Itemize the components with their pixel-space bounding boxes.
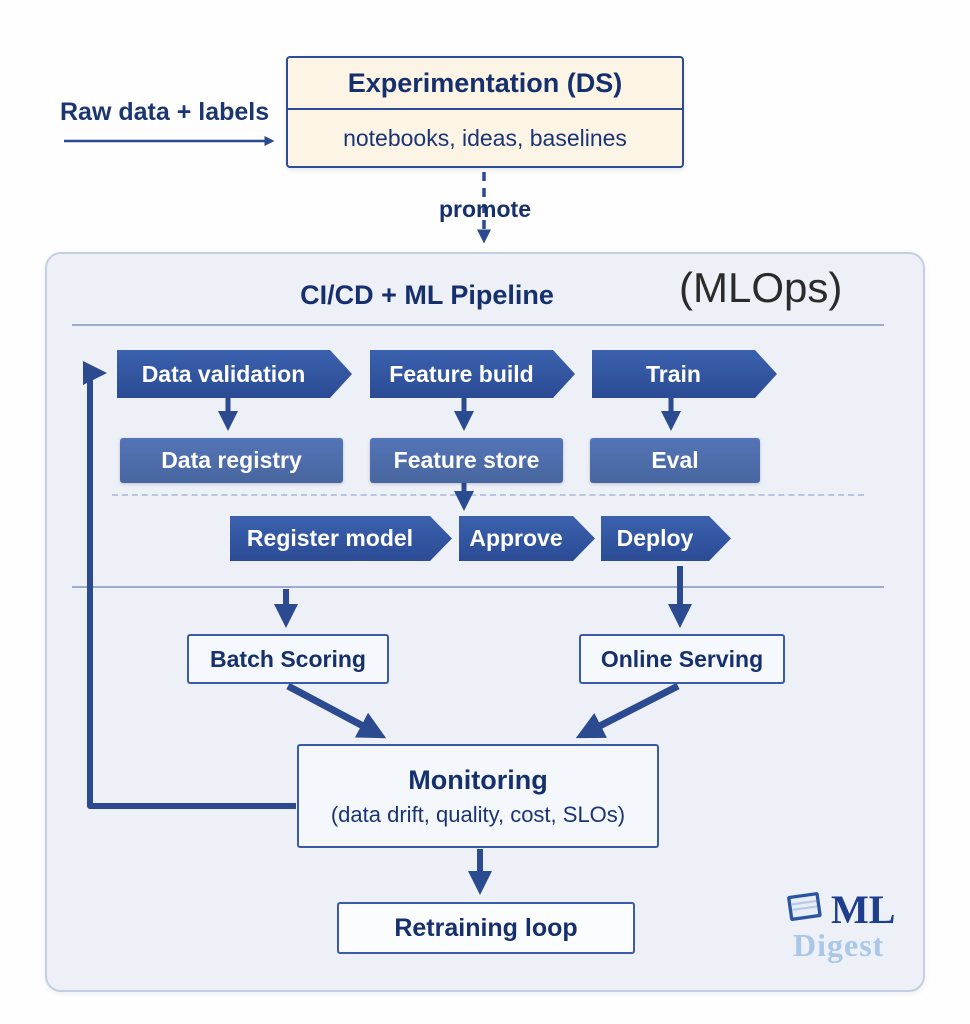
monitoring-box: Monitoring (data drift, quality, cost, S… <box>297 744 659 848</box>
logo-digest-text: Digest <box>793 927 885 963</box>
raw-data-label: Raw data + labels <box>60 98 270 126</box>
stage-data-validation: Data validation <box>117 350 352 398</box>
mlops-tag: (MLOps) <box>679 264 843 311</box>
stage-label: Data registry <box>161 447 302 473</box>
stage-label: Register model <box>246 525 414 551</box>
monitoring-subtitle: (data drift, quality, cost, SLOs) <box>330 801 626 827</box>
stage-label: Feature store <box>393 447 540 473</box>
stage-feature-build: Feature build <box>370 350 575 398</box>
retraining-loop-box: Retraining loop <box>337 902 635 954</box>
stage-label: Deploy <box>616 525 694 551</box>
stage-label: Eval <box>651 447 699 473</box>
stage-batch-scoring: Batch Scoring <box>187 634 389 684</box>
stage-register-model: Register model <box>230 516 452 561</box>
stage-online-serving: Online Serving <box>579 634 785 684</box>
experimentation-box: Experimentation (DS) notebooks, ideas, b… <box>286 56 684 168</box>
ml-digest-logo: ML Digest <box>783 886 953 964</box>
stage-eval: Eval <box>590 438 760 483</box>
stage-label: Feature build <box>389 360 534 387</box>
monitoring-title: Monitoring <box>408 764 548 795</box>
stage-data-registry: Data registry <box>120 438 343 483</box>
logo-ml-text: ML <box>831 887 896 932</box>
experimentation-subtitle: notebooks, ideas, baselines <box>343 124 627 151</box>
book-icon <box>783 888 827 931</box>
retraining-label: Retraining loop <box>394 913 578 942</box>
stage-label: Approve <box>469 525 563 551</box>
stage-deploy: Deploy <box>601 516 731 561</box>
stage-train: Train <box>592 350 777 398</box>
stage-label: Train <box>646 360 701 387</box>
stage-label: Batch Scoring <box>210 645 366 672</box>
dashed-divider <box>112 494 864 496</box>
header-divider <box>72 324 884 326</box>
pipeline-panel: CI/CD + ML Pipeline (MLOps) Data validat… <box>45 252 925 992</box>
serving-divider <box>72 586 884 588</box>
pipeline-title: CI/CD + ML Pipeline <box>300 280 554 310</box>
stage-label: Data validation <box>141 360 306 387</box>
experimentation-title: Experimentation (DS) <box>288 58 682 110</box>
stage-feature-store: Feature store <box>370 438 563 483</box>
stage-label: Online Serving <box>600 645 764 672</box>
stage-approve: Approve <box>459 516 595 561</box>
promote-label: promote <box>439 196 531 222</box>
